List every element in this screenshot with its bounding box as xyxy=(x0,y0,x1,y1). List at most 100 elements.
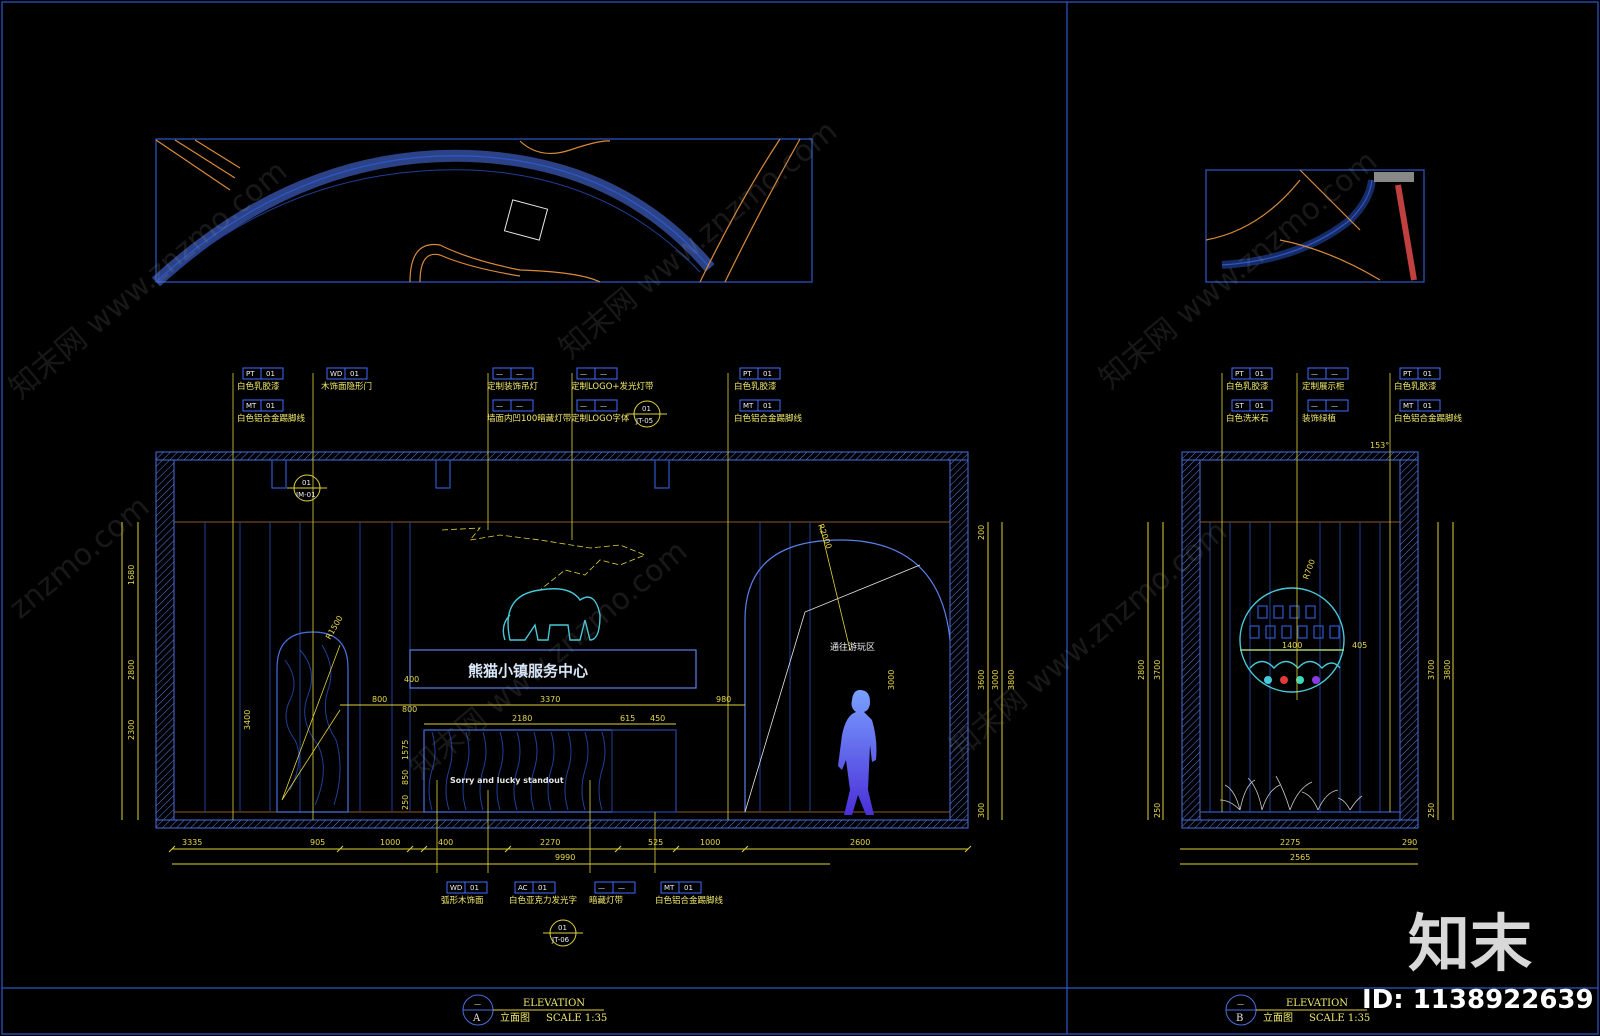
svg-text:装饰绿植: 装饰绿植 xyxy=(1302,413,1337,424)
dim-left-a: 2300 xyxy=(127,720,136,740)
svg-text:IM-01: IM-01 xyxy=(296,491,316,499)
svg-text:PT: PT xyxy=(743,370,752,378)
plan-a xyxy=(151,138,813,287)
title-b-cn: 立面图 xyxy=(1263,1011,1293,1024)
svg-text:WD: WD xyxy=(450,884,462,892)
elephant-logo xyxy=(502,588,601,641)
svg-text:01: 01 xyxy=(538,884,547,892)
dim-left-a: 2800 xyxy=(127,660,136,680)
dim-right-b: 250 xyxy=(1427,803,1436,818)
dim-left-a: 1680 xyxy=(127,565,136,585)
dim-bottom-a: 400 xyxy=(438,838,453,847)
dim-right-b: 3800 xyxy=(1443,660,1452,680)
svg-text:01: 01 xyxy=(302,479,311,487)
svg-text:PT: PT xyxy=(246,370,255,378)
dim-total-b: 2565 xyxy=(1290,853,1310,862)
svg-text:01: 01 xyxy=(1423,370,1432,378)
svg-text:01: 01 xyxy=(350,370,359,378)
material-tag: ——定制展示柜——装饰绿植 xyxy=(1302,367,1349,424)
watermark: 知末网 www.znzmo.com xyxy=(403,534,694,786)
elevation-b xyxy=(1181,451,1419,829)
title-block-a: — A ELEVATION 立面图 SCALE 1:35 xyxy=(462,994,607,1026)
svg-text:—: — xyxy=(516,370,523,378)
dim-right-b: 3700 xyxy=(1427,660,1436,680)
dimensions-a xyxy=(121,522,1003,865)
svg-text:—: — xyxy=(496,370,503,378)
dim-left-b: 2800 xyxy=(1137,660,1146,680)
dim-bottom-a: 1000 xyxy=(700,838,720,847)
radius-label: R2000 xyxy=(816,523,833,550)
svg-text:ST: ST xyxy=(1235,402,1244,410)
svg-text:3000: 3000 xyxy=(887,670,896,690)
dim-left-a: 850 xyxy=(401,770,410,785)
dim-right-a: 200 xyxy=(977,525,986,540)
svg-text:—: — xyxy=(1331,370,1338,378)
svg-text:01: 01 xyxy=(1423,402,1432,410)
svg-text:PT: PT xyxy=(1235,370,1244,378)
svg-text:01: 01 xyxy=(558,924,567,932)
dim-inner-a: 615 xyxy=(620,714,635,723)
decorative-plants xyxy=(1219,775,1363,811)
dim-bottom-b: 2275 xyxy=(1280,838,1300,847)
material-tag: AC 01 白色亚克力发光字 xyxy=(509,881,577,906)
desk-text: Sorry and lucky standout xyxy=(450,776,564,785)
dim-right-a: 300 xyxy=(977,803,986,818)
dim-bottom-a: 2600 xyxy=(850,838,870,847)
svg-text:PT: PT xyxy=(1403,370,1412,378)
svg-text:JT-05: JT-05 xyxy=(635,417,653,425)
title-a-marker: A xyxy=(472,1013,481,1024)
svg-text:木饰面隐形门: 木饰面隐形门 xyxy=(321,381,372,392)
title-b-marker: B xyxy=(1236,1013,1243,1024)
dim-bottom-b: 290 xyxy=(1402,838,1417,847)
circle-dim: 1400 xyxy=(1282,641,1302,650)
svg-text:白色亚克力发光字: 白色亚克力发光字 xyxy=(509,895,577,906)
dim-inner-a: 800 xyxy=(402,705,417,714)
svg-text:AC: AC xyxy=(518,884,528,892)
title-b-en: ELEVATION xyxy=(1286,998,1348,1009)
svg-text:白色洗米石: 白色洗米石 xyxy=(1226,413,1269,424)
watermark: znzmo.com xyxy=(3,489,157,626)
svg-text:MT: MT xyxy=(743,402,754,410)
material-tag: ——定制装饰吊灯——墙面内凹100暗藏灯带 xyxy=(487,367,572,424)
svg-text:01: 01 xyxy=(1255,402,1264,410)
dim-left-a: 250 xyxy=(401,795,410,810)
dim-left-b: 250 xyxy=(1153,803,1162,818)
dim-left-a: 1575 xyxy=(401,740,410,760)
svg-text:01: 01 xyxy=(642,405,651,413)
elevation-a: 熊猫小镇服务中心 Sorry and lucky standout 通往游玩区 … xyxy=(155,451,969,829)
material-tag: PT 01 白色乳胶漆 ST 01 白色洗米石 xyxy=(1226,367,1273,424)
title-a-marker-top: — xyxy=(474,1000,481,1008)
asset-id: ID: 1138922639 xyxy=(1362,985,1594,1015)
svg-text:—: — xyxy=(516,402,523,410)
svg-text:定制展示柜: 定制展示柜 xyxy=(1302,381,1345,392)
svg-text:01: 01 xyxy=(684,884,693,892)
dim-inner-a: 2180 xyxy=(512,714,532,723)
svg-text:—: — xyxy=(618,884,625,892)
svg-text:墙面内凹100暗藏灯带: 墙面内凹100暗藏灯带 xyxy=(487,413,572,424)
plan-b xyxy=(1205,169,1425,283)
watermark-layer: 知末网 www.znzmo.com 知末网 www.znzmo.com 知末网 … xyxy=(3,114,1384,786)
dim-inner-a: 3370 xyxy=(540,695,560,704)
dim-inner-a: 980 xyxy=(716,695,731,704)
svg-text:—: — xyxy=(600,402,607,410)
dim-left-a: 3400 xyxy=(243,710,252,730)
material-tag: ——暗藏灯带 xyxy=(589,881,636,906)
svg-text:01: 01 xyxy=(1255,370,1264,378)
svg-text:白色乳胶漆: 白色乳胶漆 xyxy=(1226,381,1269,392)
arch-label: 通往游玩区 xyxy=(830,641,875,653)
dim-bottom-a: 1000 xyxy=(380,838,400,847)
svg-text:白色乳胶漆: 白色乳胶漆 xyxy=(1394,381,1437,392)
title-a-en: ELEVATION xyxy=(523,998,585,1009)
dim-inner-a: 800 xyxy=(372,695,387,704)
